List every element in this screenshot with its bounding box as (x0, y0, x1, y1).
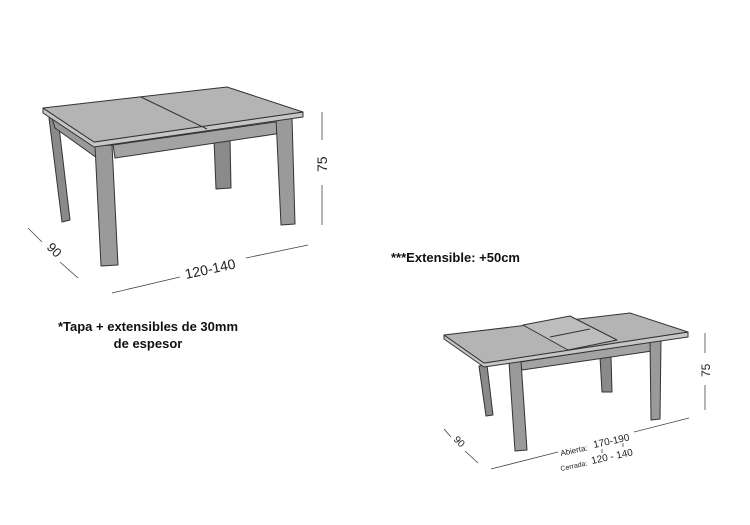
leaf-split-line (140, 96, 208, 130)
tabletop (42, 86, 304, 143)
large-width-dimension: 120-140 (183, 256, 237, 282)
thickness-note-line1: *Tapa + extensibles de 30mm (57, 319, 239, 334)
large-height-dimension: 75 (314, 156, 330, 172)
small-height-dimension: 75 (699, 363, 713, 377)
large-depth-dimension: 90 (44, 240, 65, 261)
small-table-dimensions (443, 333, 706, 470)
large-table-dimensions (27, 112, 323, 294)
open-length-label: Abierta: (560, 443, 589, 458)
front-right-leg (275, 116, 296, 226)
small-table (443, 312, 689, 452)
thickness-note-line2: de espesor (113, 336, 183, 351)
small-depth-dimension: 90 (451, 434, 467, 450)
thickness-note: *Tapa + extensibles de 30mm de espesor (48, 318, 248, 352)
back-middle-leg (213, 137, 232, 190)
back-left-leg (478, 364, 494, 417)
front-right-leg (649, 339, 662, 421)
front-left-leg (508, 360, 528, 452)
back-middle-leg (599, 355, 613, 393)
large-table (42, 86, 304, 267)
front-left-leg (94, 144, 119, 267)
leaf-split-line (549, 328, 591, 338)
extensible-note: ***Extensible: +50cm (391, 250, 520, 265)
closed-length-label: Cerrada: (560, 460, 588, 473)
